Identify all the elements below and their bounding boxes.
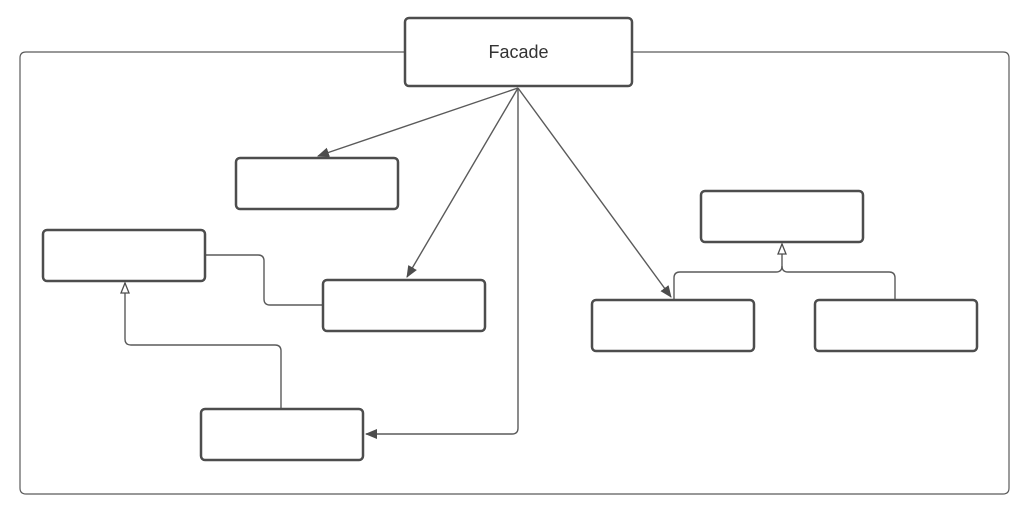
facade-to-class-d-arrow (406, 87, 519, 278)
subsystem-class-box-h[interactable] (813, 298, 979, 353)
subsystem-class-box-g[interactable] (590, 298, 756, 353)
facade-to-class-a-arrow (317, 87, 519, 158)
facade-to-class-e-arrow (365, 88, 519, 439)
subsystem-class-box-d[interactable] (321, 278, 487, 333)
class-h-inherits-class-f (781, 265, 896, 300)
facade-to-class-g-arrow (517, 87, 672, 298)
subsystem-class-box-a[interactable] (234, 156, 400, 211)
subsystem-frame (19, 51, 1010, 495)
subsystem-class-box-f[interactable] (699, 189, 865, 244)
subsystem-class-box-e[interactable] (199, 407, 365, 462)
class-e-inherits-class-b (125, 283, 282, 409)
class-g-inherits-class-f (673, 244, 782, 300)
facade-label: Facade (488, 42, 548, 62)
facade-class-box[interactable]: Facade (403, 16, 634, 88)
subsystem-class-box-b[interactable] (41, 228, 207, 283)
class-b-to-class-d-link (206, 254, 323, 306)
